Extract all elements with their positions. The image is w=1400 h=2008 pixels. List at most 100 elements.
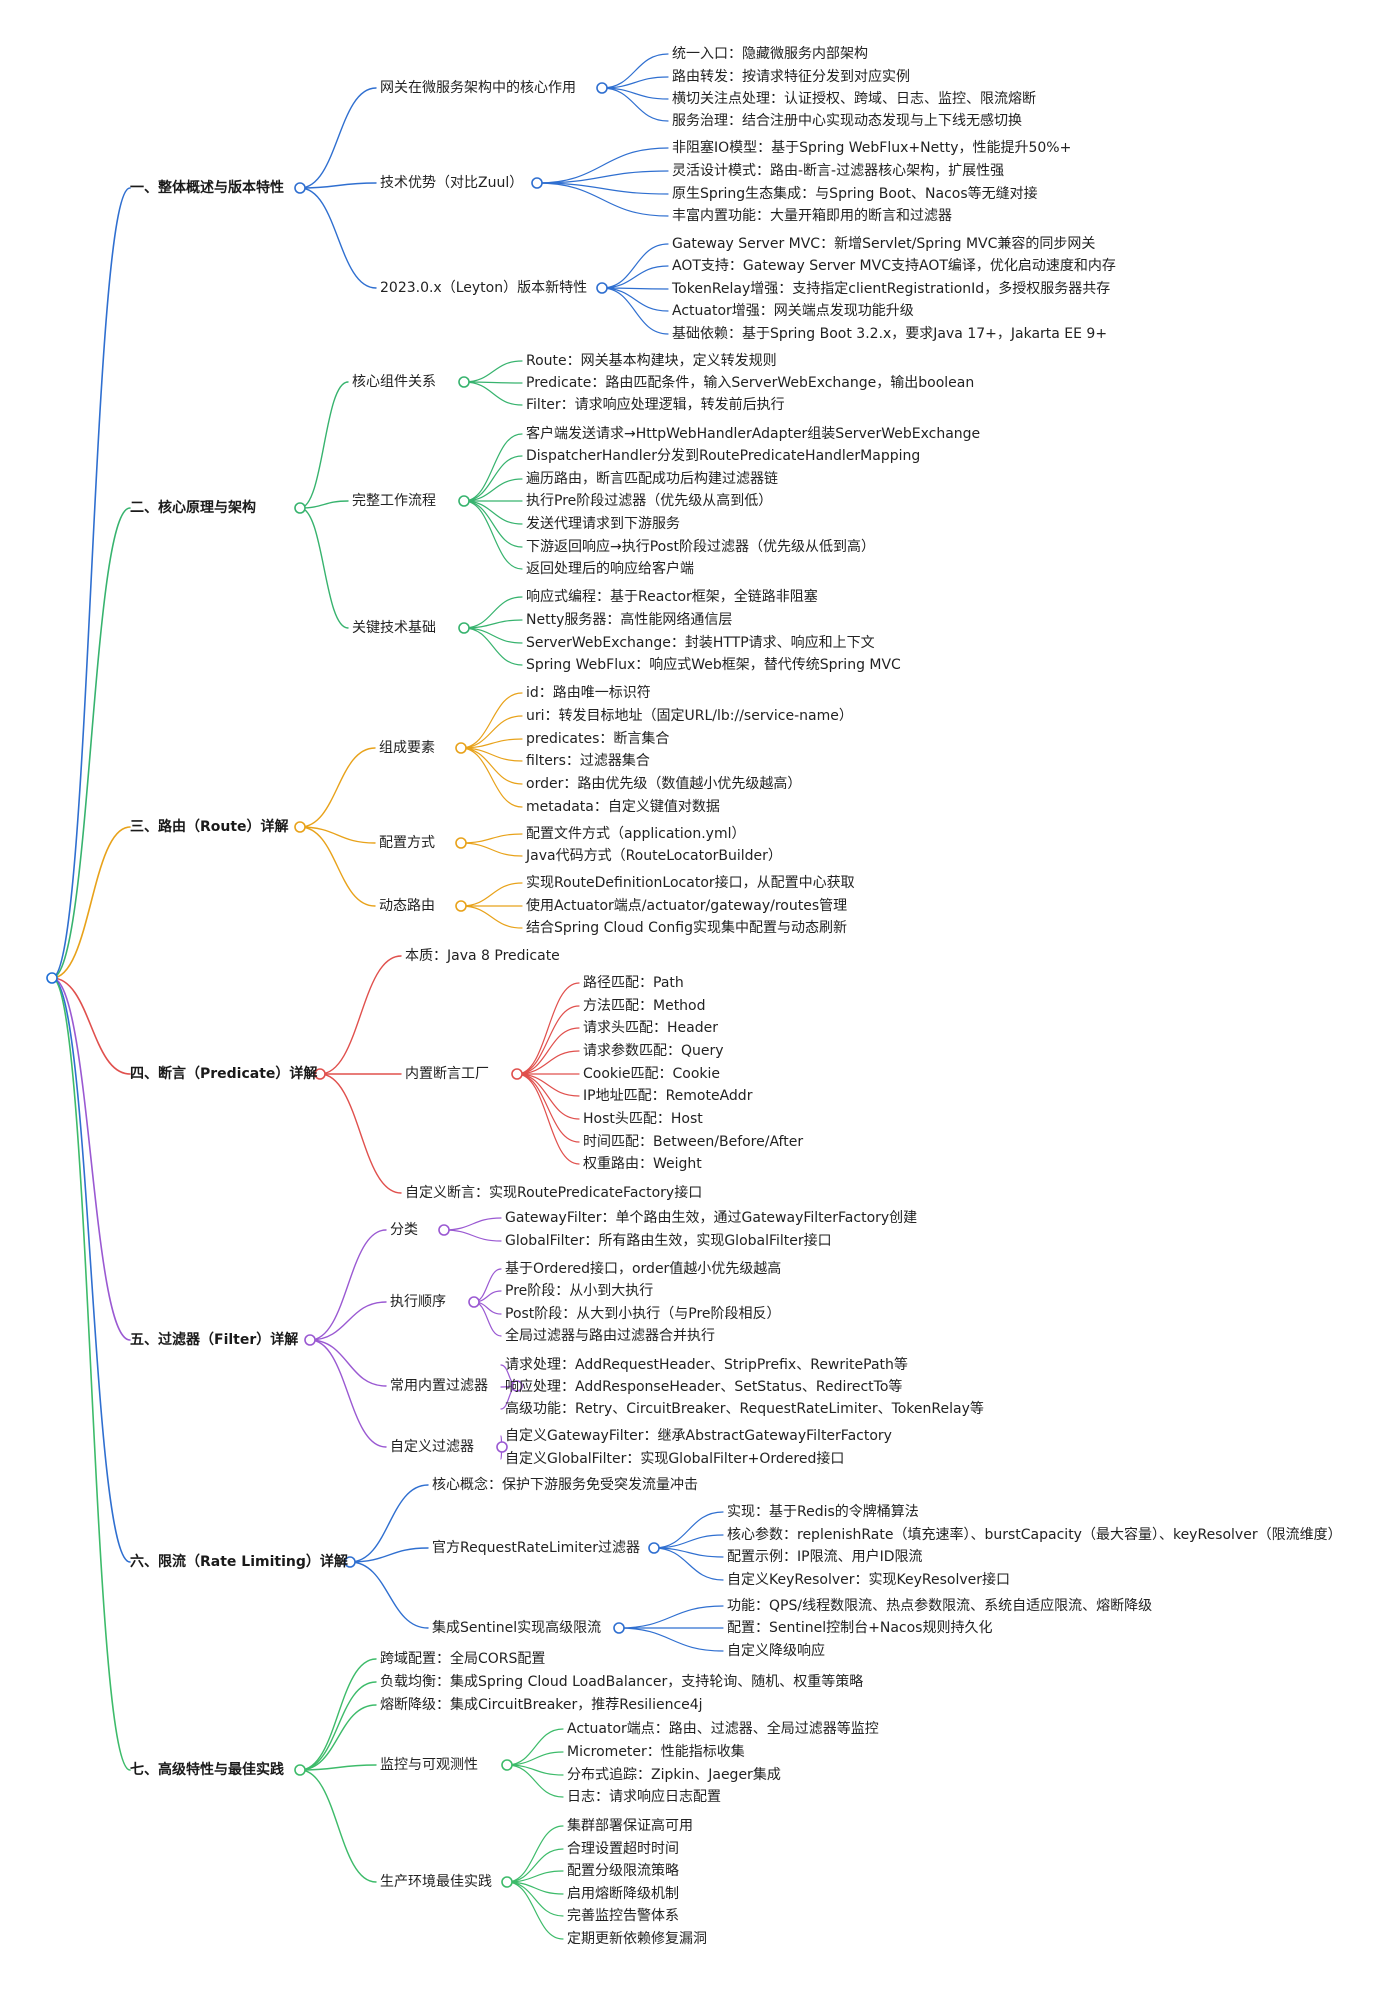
leaf-connector [516, 1027, 580, 1075]
branch-node-icon[interactable] [314, 1068, 326, 1080]
leaf-label: Spring WebFlux：响应式Web框架，替代传统Spring MVC [526, 657, 901, 673]
leaf-label: 时间匹配：Between/Before/After [583, 1134, 804, 1150]
subtopic-node-icon[interactable] [531, 177, 543, 189]
leaf-label: 实现：基于Redis的令牌桶算法 [727, 1504, 919, 1520]
subtopic-node-icon[interactable] [438, 1224, 450, 1236]
subtopic-node-icon[interactable] [455, 742, 467, 754]
leaf-label: Post阶段：从大到小执行（与Pre阶段相反） [505, 1306, 781, 1322]
branch-node-icon[interactable] [344, 1556, 356, 1568]
leaf-connector [516, 1073, 580, 1097]
branch-label: 一、整体概述与版本特性 [130, 180, 284, 196]
leaf-label: 路径匹配：Path [583, 975, 684, 991]
leaf-label: 发送代理请求到下游服务 [526, 516, 680, 532]
branch-connector [309, 1301, 387, 1341]
leaf-label: 自定义GatewayFilter：继承AbstractGatewayFilter… [505, 1428, 892, 1444]
branch-node-icon[interactable] [294, 502, 306, 514]
branch-node-icon[interactable] [304, 1334, 316, 1346]
leaf-connector [601, 287, 669, 335]
subtopic-label: 配置方式 [379, 835, 435, 851]
subtopic-node-icon[interactable] [458, 622, 470, 634]
subtopic-label: 集成Sentinel实现高级限流 [432, 1620, 602, 1636]
leaf-label: 自定义降级响应 [727, 1643, 825, 1659]
branch-label: 五、过滤器（Filter）详解 [130, 1332, 299, 1348]
subtopic-node-icon[interactable] [501, 1759, 513, 1771]
leaf-label: Gateway Server MVC：新增Servlet/Spring MVC兼… [672, 236, 1096, 252]
leaf-connector [460, 905, 523, 929]
leaf-label: Filter：请求响应处理逻辑，转发前后执行 [526, 397, 785, 413]
subtopic-node-icon[interactable] [511, 1380, 523, 1392]
subtopic-node-icon[interactable] [501, 1876, 513, 1888]
leaf-label: 日志：请求响应日志配置 [567, 1789, 721, 1805]
subtopic-node-icon[interactable] [596, 282, 608, 294]
leaf-label: 服务治理：结合注册中心实现动态发现与上下线无感切换 [672, 113, 1022, 129]
subtopic-label: 常用内置过滤器 [390, 1378, 488, 1394]
leaf-label: Pre阶段：从小到大执行 [505, 1283, 654, 1299]
subtopic-node-icon[interactable] [468, 1296, 480, 1308]
leaf-connector [463, 500, 523, 525]
subtopic-label: 核心概念：保护下游服务免受突发流量冲击 [432, 1477, 698, 1493]
root-connector [51, 187, 131, 979]
leaf-connector [463, 455, 523, 502]
leaf-label: ServerWebExchange：封装HTTP请求、响应和上下文 [526, 635, 875, 651]
leaf-label: 响应处理：AddResponseHeader、SetStatus、Redirec… [505, 1379, 903, 1395]
subtopic-node-icon[interactable] [511, 1068, 523, 1080]
leaf-connector [463, 381, 523, 406]
subtopic-label: 生产环境最佳实践 [380, 1874, 492, 1890]
leaf-label: id：路由唯一标识符 [526, 685, 651, 701]
leaf-label: 丰富内置功能：大量开箱即用的断言和过滤器 [672, 208, 952, 224]
leaf-label: metadata：自定义键值对数据 [526, 799, 720, 815]
leaf-label: filters：过滤器集合 [526, 753, 650, 769]
branch-connector [299, 1764, 377, 1771]
root-node-icon[interactable] [46, 972, 58, 984]
leaf-connector [460, 747, 523, 808]
branch-connector [299, 182, 377, 189]
leaf-label: 使用Actuator端点/actuator/gateway/routes管理 [526, 898, 848, 914]
leaf-label: 配置分级限流策略 [567, 1863, 679, 1879]
subtopic-label: 自定义过滤器 [390, 1439, 474, 1455]
leaf-label: 遍历路由，断言匹配成功后构建过滤器链 [526, 471, 778, 487]
subtopic-node-icon[interactable] [458, 495, 470, 507]
subtopic-label: 内置断言工厂 [405, 1066, 489, 1082]
branch-node-icon[interactable] [294, 821, 306, 833]
leaf-label: IP地址匹配：RemoteAddr [583, 1088, 753, 1104]
subtopic-node-icon[interactable] [648, 1542, 660, 1554]
leaf-label: TokenRelay增强：支持指定clientRegistrationId，多授… [672, 281, 1111, 297]
leaf-label: Java代码方式（RouteLocatorBuilder） [526, 848, 782, 864]
leaf-label: 自定义GlobalFilter：实现GlobalFilter+Ordered接口 [505, 1451, 845, 1467]
branch-connector [309, 1339, 387, 1387]
subtopic-node-icon[interactable] [455, 900, 467, 912]
leaf-connector [536, 170, 669, 184]
leaf-connector [536, 147, 669, 184]
leaf-label: AOT支持：Gateway Server MVC支持AOT编译，优化启动速度和内… [672, 258, 1116, 274]
branch-node-icon[interactable] [294, 1764, 306, 1776]
leaf-label: 配置文件方式（application.yml） [526, 826, 746, 842]
subtopic-node-icon[interactable] [496, 1441, 508, 1453]
leaf-connector [473, 1301, 502, 1337]
leaf-label: 分布式追踪：Zipkin、Jaeger集成 [567, 1767, 781, 1783]
subtopic-node-icon[interactable] [455, 837, 467, 849]
leaf-label: 灵活设计模式：路由-断言-过滤器核心架构，扩展性强 [672, 163, 1005, 179]
leaf-connector [516, 1073, 580, 1143]
subtopic-node-icon[interactable] [613, 1622, 625, 1634]
leaf-connector [618, 1605, 724, 1629]
leaf-label: GlobalFilter：所有路由生效，实现GlobalFilter接口 [505, 1233, 832, 1249]
leaf-label: 执行Pre阶段过滤器（优先级从高到低） [526, 493, 773, 509]
branch-connector [299, 187, 377, 289]
subtopic-label: 跨域配置：全局CORS配置 [380, 1651, 546, 1667]
leaf-connector [516, 1050, 580, 1075]
branch-connector [349, 1484, 429, 1563]
branch-label: 七、高级特性与最佳实践 [130, 1762, 284, 1778]
leaf-label: 统一入口：隐藏微服务内部架构 [672, 46, 868, 62]
subtopic-node-icon[interactable] [458, 376, 470, 388]
branch-connector [299, 87, 377, 189]
branch-node-icon[interactable] [294, 182, 306, 194]
root-connector [51, 977, 131, 1341]
leaf-label: 高级功能：Retry、CircuitBreaker、RequestRateLim… [505, 1401, 984, 1417]
root-connector [51, 507, 131, 979]
subtopic-node-icon[interactable] [596, 82, 608, 94]
subtopic-label: 组成要素 [379, 740, 435, 756]
leaf-connector [460, 833, 523, 844]
leaf-label: 启用熔断降级机制 [567, 1886, 679, 1902]
leaf-connector [460, 882, 523, 907]
leaf-label: 全局过滤器与路由过滤器合并执行 [505, 1328, 715, 1344]
